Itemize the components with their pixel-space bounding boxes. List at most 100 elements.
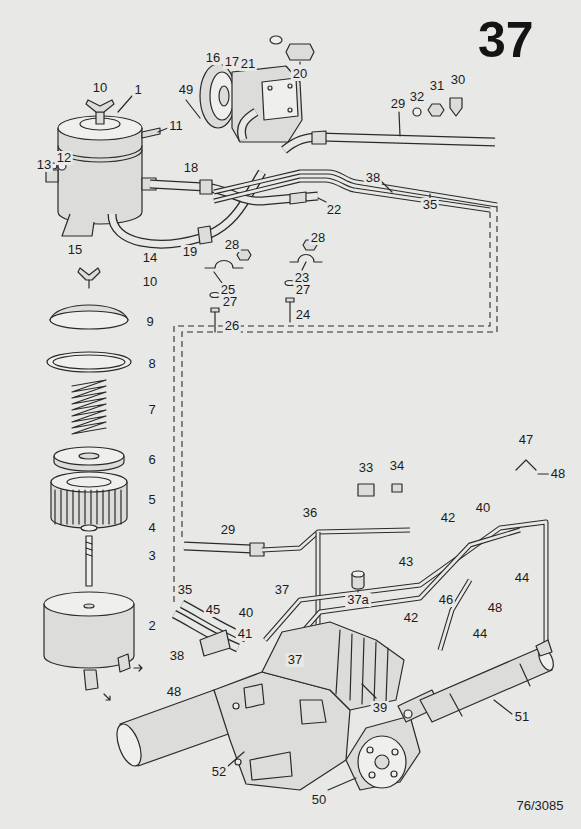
steering-gear bbox=[346, 716, 420, 790]
fittings bbox=[413, 108, 421, 116]
steering-gear bbox=[440, 580, 470, 650]
steering-gear bbox=[375, 755, 389, 769]
callout-number: 46 bbox=[437, 593, 455, 607]
steering-gear bbox=[516, 460, 552, 474]
filter-parts bbox=[134, 665, 142, 671]
filter-parts bbox=[79, 453, 99, 459]
filter-parts bbox=[60, 490, 61, 524]
leader-lines bbox=[318, 198, 326, 202]
filter-parts bbox=[81, 525, 97, 531]
leader-lines bbox=[186, 100, 200, 118]
steering-gear bbox=[262, 622, 404, 710]
callout-number: 48 bbox=[549, 467, 567, 481]
callout-number: 39 bbox=[371, 701, 389, 715]
hoses-and-pipes bbox=[198, 226, 212, 244]
pump bbox=[268, 86, 272, 90]
callout-number: 18 bbox=[182, 161, 200, 175]
filter-parts bbox=[84, 604, 94, 608]
callout-number: 8 bbox=[146, 357, 157, 371]
filter-parts bbox=[102, 490, 103, 524]
callout-number: 27 bbox=[294, 283, 312, 297]
fittings bbox=[428, 104, 444, 116]
pump bbox=[270, 36, 282, 44]
callout-number: 36 bbox=[301, 506, 319, 520]
steering-gear bbox=[184, 546, 252, 549]
steering-gear bbox=[420, 648, 552, 722]
steering-gear bbox=[336, 630, 388, 704]
callout-number: 43 bbox=[397, 555, 415, 569]
reservoir bbox=[96, 112, 104, 124]
callout-number: 24 bbox=[294, 308, 312, 322]
callout-number: 11 bbox=[167, 119, 185, 133]
callout-number: 7 bbox=[146, 403, 157, 417]
leader-lines bbox=[214, 272, 222, 283]
steering-gear bbox=[392, 484, 402, 492]
steering-gear bbox=[262, 530, 410, 550]
callout-number: 9 bbox=[144, 315, 155, 329]
leader-lines bbox=[118, 96, 132, 112]
pump bbox=[262, 78, 298, 120]
callout-number: 20 bbox=[291, 67, 309, 81]
callout-number: 29 bbox=[219, 523, 237, 537]
callout-number: 44 bbox=[471, 627, 489, 641]
filter-parts bbox=[51, 472, 127, 492]
filter-parts bbox=[66, 490, 67, 524]
callout-number: 47 bbox=[517, 433, 535, 447]
page-number: 37 bbox=[478, 14, 534, 66]
callout-number: 35 bbox=[176, 583, 194, 597]
callout-number: 15 bbox=[66, 243, 84, 257]
pump bbox=[200, 36, 314, 142]
callout-number: 10 bbox=[91, 81, 109, 95]
steering-gear bbox=[440, 580, 470, 650]
filter-parts bbox=[54, 490, 55, 524]
hoses-and-pipes bbox=[112, 112, 497, 244]
callout-number: 49 bbox=[177, 83, 195, 97]
callout-number: 10 bbox=[141, 275, 159, 289]
filter-parts bbox=[84, 670, 98, 690]
hoses-and-pipes bbox=[241, 112, 256, 140]
callout-number: 5 bbox=[146, 493, 157, 507]
filter-parts bbox=[104, 694, 110, 700]
steering-gear bbox=[244, 684, 264, 708]
callout-number: 42 bbox=[439, 511, 457, 525]
filter-parts bbox=[96, 490, 97, 524]
callout-number: 22 bbox=[325, 203, 343, 217]
steering-gear bbox=[391, 771, 397, 777]
filter-parts bbox=[55, 490, 121, 524]
callout-number: 26 bbox=[223, 319, 241, 333]
callout-number: 29 bbox=[389, 97, 407, 111]
callout-number: 34 bbox=[388, 459, 406, 473]
callout-number: 14 bbox=[141, 251, 159, 265]
callout-number: 27 bbox=[221, 295, 239, 309]
steering-gear bbox=[250, 752, 292, 780]
steering-gear bbox=[358, 736, 406, 788]
filter-parts bbox=[67, 477, 111, 487]
pump bbox=[219, 86, 229, 106]
steering-gear bbox=[392, 749, 398, 755]
steering-gear bbox=[358, 484, 374, 496]
steering-gear bbox=[200, 630, 230, 656]
hoses-and-pipes bbox=[241, 112, 256, 140]
filter-parts bbox=[72, 490, 73, 524]
steering-gear bbox=[112, 460, 556, 790]
reservoir bbox=[58, 128, 142, 224]
steering-gear bbox=[262, 530, 410, 550]
filter-parts bbox=[78, 268, 100, 280]
pump bbox=[288, 108, 292, 112]
callout-number: 48 bbox=[486, 601, 504, 615]
reservoir bbox=[46, 100, 160, 236]
leader-lines bbox=[228, 752, 244, 766]
callout-number: 12 bbox=[55, 151, 73, 165]
filter-parts bbox=[84, 490, 85, 524]
drawing-number: 76/3085 bbox=[515, 799, 566, 813]
callout-number: 51 bbox=[513, 710, 531, 724]
clamps bbox=[205, 261, 243, 269]
leader-lines bbox=[328, 778, 356, 790]
reservoir bbox=[62, 214, 94, 236]
filter-parts bbox=[86, 536, 92, 586]
pump bbox=[200, 64, 236, 128]
callout-number: 4 bbox=[146, 521, 157, 535]
callout-number: 32 bbox=[408, 90, 426, 104]
filter-parts bbox=[86, 542, 92, 556]
